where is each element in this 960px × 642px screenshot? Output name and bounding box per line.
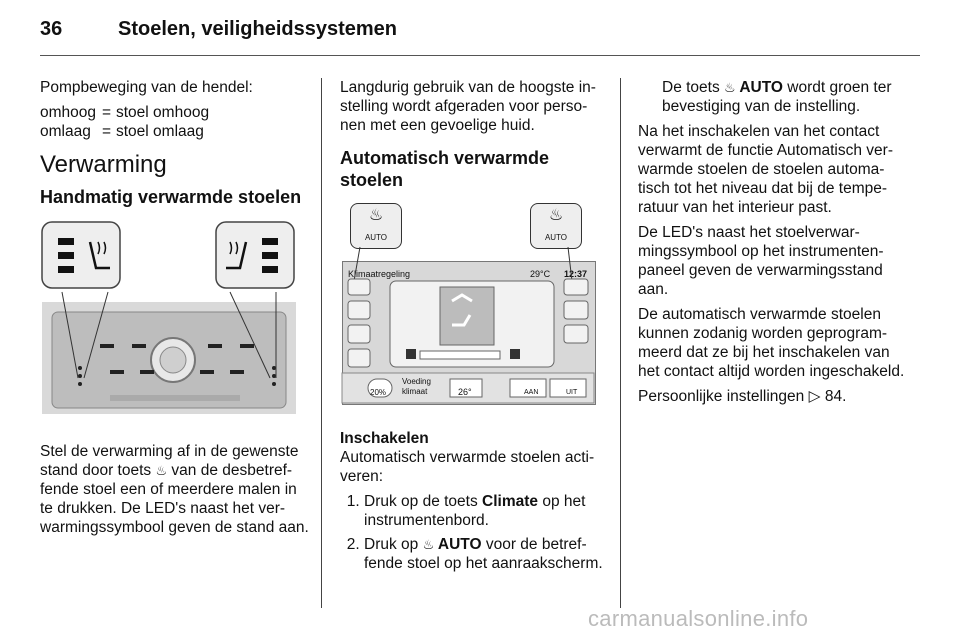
seat-heat-icon: ♨ [548, 207, 564, 224]
step-part: Druk op [364, 536, 423, 553]
step-part: Druk op de toets [364, 493, 483, 510]
section-heading: Verwarming [40, 151, 167, 178]
column-1: Pompbeweging van de hendel: omhoog =stoel… [40, 78, 310, 543]
page-number: 36 [40, 18, 63, 40]
subsection-heading: Handmatig verwarmde stoelen [40, 187, 302, 207]
activate-intro: Automatisch verwarmde stoelen acti­veren… [340, 449, 595, 485]
ref-arrow-icon: ▷ [808, 388, 825, 405]
clock: 12:37 [564, 269, 588, 279]
def-desc: stoel omhoog [116, 104, 210, 121]
para-part: Stel de verwarming af in de gewenste sta… [40, 443, 299, 479]
column-divider [321, 78, 322, 608]
seat-heat-icon: ♨ [422, 537, 438, 552]
step-bold: AUTO [437, 536, 482, 553]
column-2: Langdurig gebruik van de hoogste in­stel… [340, 78, 605, 578]
activation-steps: Druk op de toets Climate op het instrume… [340, 492, 605, 573]
uit-button[interactable]: UIT [566, 389, 578, 396]
screen-title: Klimaatregeling [348, 269, 411, 279]
auto-label: AUTO [544, 233, 568, 242]
klimaat-label: klimaat [402, 387, 428, 396]
seat-heat-icon: ♨ [155, 463, 168, 478]
seat-heat-icon: ♨ [368, 207, 384, 224]
def-term: omhoog [40, 104, 97, 121]
step-part: voor de betref­fende stoel op het aanraa… [364, 536, 603, 572]
p-part: wordt groen ter bevestiging van de inste… [662, 79, 892, 115]
page-header: 36 Stoelen, veiligheidssystemen [40, 18, 397, 41]
auto-label: AUTO [364, 233, 388, 242]
para-part: van de desbetref­fende stoel een of meer… [40, 462, 309, 536]
p-part: De toets [662, 79, 725, 96]
def-term: omlaag [40, 123, 91, 140]
auto-heated-heading: Automatisch verwarmde stoelen [340, 148, 550, 190]
auto-right-button[interactable]: ♨ AUTO [530, 203, 582, 249]
watermark: carmanualsonline.info [588, 606, 809, 631]
p-bold: AUTO [739, 79, 783, 96]
manual-heat-instructions: Stel de verwarming af in de gewenste sta… [40, 442, 310, 537]
ref-page-link[interactable]: 84. [824, 388, 847, 405]
header-rule [40, 55, 920, 56]
personal-settings-ref: Persoonlijke instellingen ▷ 84. [638, 387, 908, 406]
warning-text: Langdurig gebruik van de hoogste in­stel… [340, 79, 596, 134]
def-eq: = [102, 104, 112, 121]
touchscreen-figure: Klimaatregeling 29°C 12:37 ♨ AUTO ♨ AUTO [340, 201, 598, 409]
def-desc: stoel omlaag [116, 123, 204, 140]
heated-seat-panel-figure [40, 220, 296, 420]
step-part: op het instrumentenbord. [364, 493, 586, 529]
set-temperature: 26° [458, 387, 472, 397]
def-eq: = [102, 123, 112, 140]
outside-temp: 29°C [530, 269, 551, 279]
inschakelen-heading: Inschakelen [340, 430, 429, 447]
step-item: Druk op ♨ AUTO voor de betref­fende stoe… [364, 535, 605, 573]
screen-illustration [341, 246, 595, 404]
intro-text: Pompbeweging van de hendel: [40, 79, 253, 96]
page-title: Stoelen, veiligheidssystemen [118, 18, 397, 40]
led-text: De LED's naast het stoelverwar­mingssymb… [638, 224, 884, 298]
voeding-label: Voeding [402, 377, 431, 386]
auto-left-button[interactable]: ♨ AUTO [350, 203, 402, 249]
fan-percent: 20% [370, 388, 387, 397]
step-item: Druk op de toets Climate op het instrume… [364, 492, 605, 530]
programming-text: De automatisch verwarmde stoelen kunnen … [638, 306, 905, 380]
auto-green-text: De toets ♨ AUTO wordt groen ter bevestig… [638, 78, 908, 116]
column-divider [620, 78, 621, 608]
column-3: De toets ♨ AUTO wordt groen ter bevestig… [638, 78, 908, 412]
panel-illustration [41, 221, 296, 414]
seat-heat-icon: ♨ [724, 80, 740, 95]
ignition-text: Na het inschakelen van het contact verwa… [638, 123, 893, 216]
lever-definitions: omhoog =stoel omhoog omlaag =stoel omlaag [40, 103, 310, 141]
ref-text: Persoonlijke instellingen [638, 388, 809, 405]
step-bold: Climate [482, 493, 539, 510]
aan-button[interactable]: AAN [524, 389, 539, 396]
